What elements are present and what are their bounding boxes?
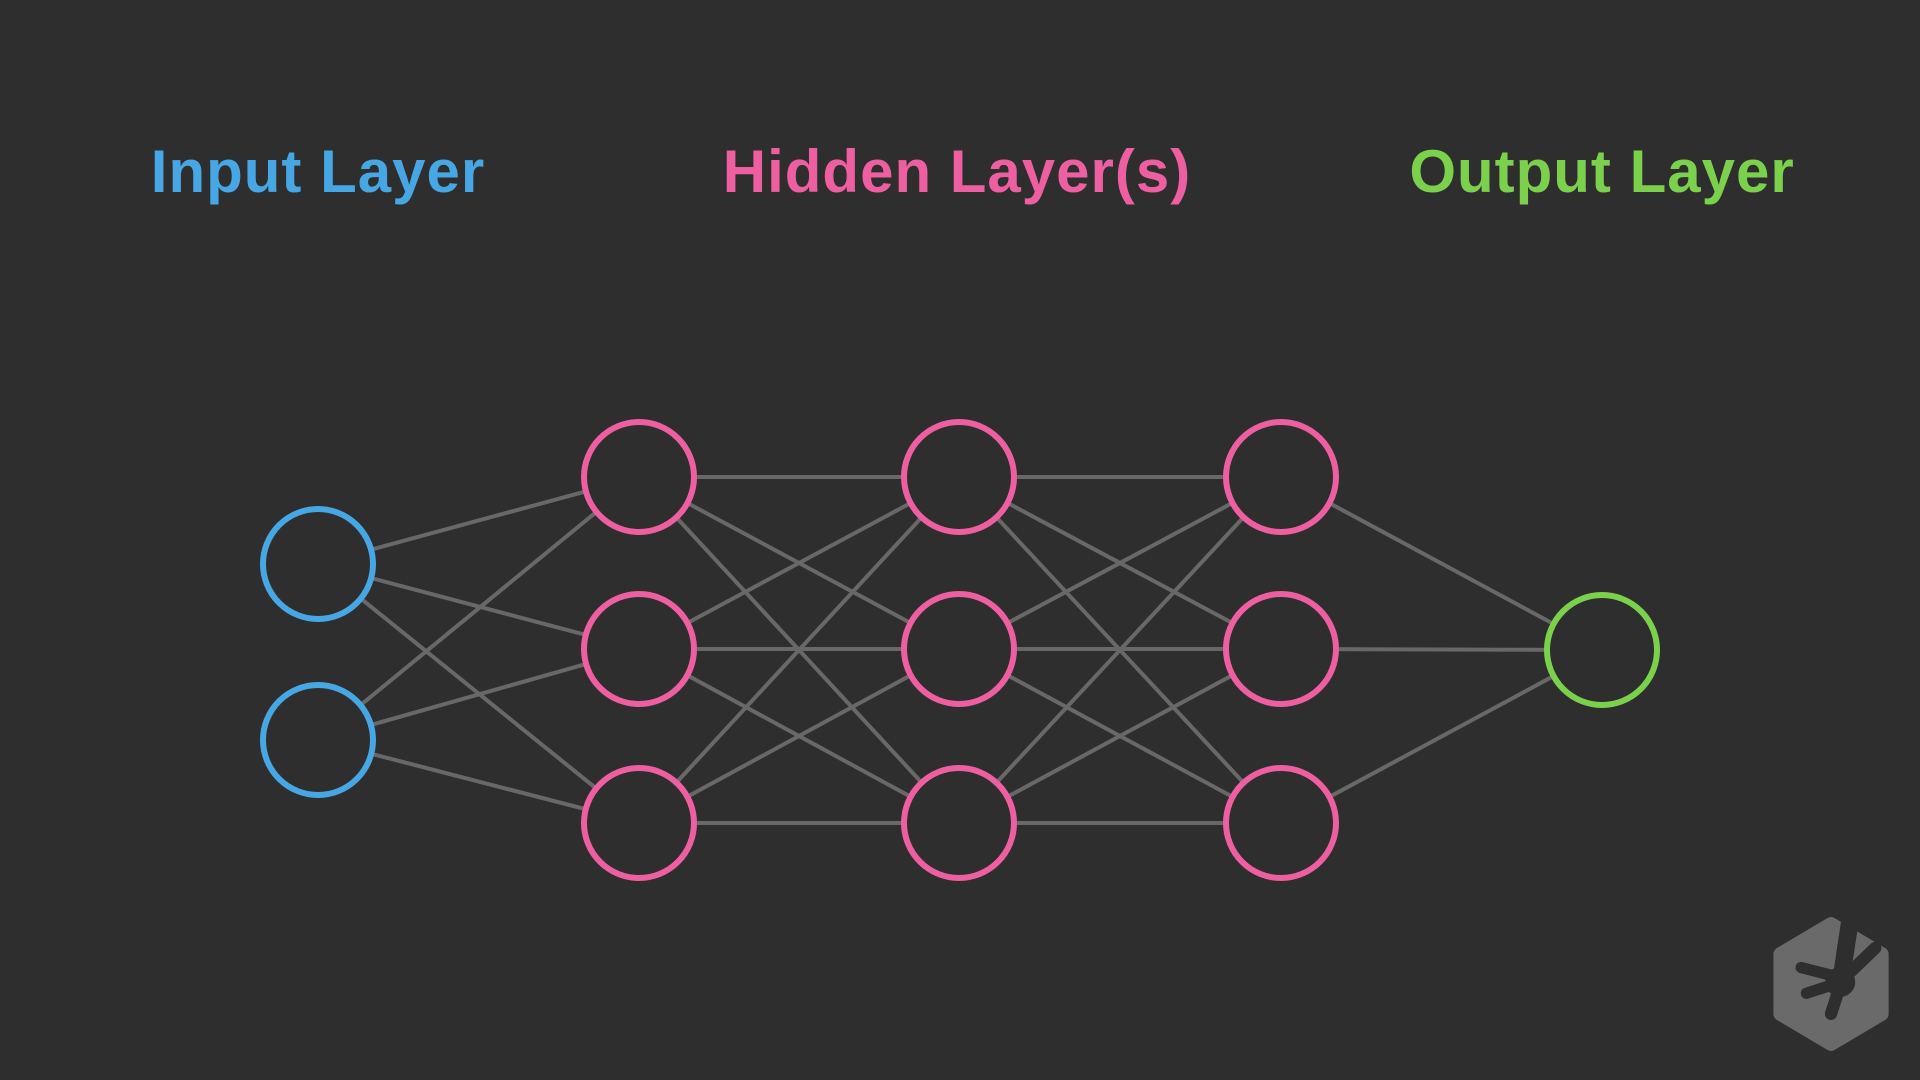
edge-hidden-2-1-to-hidden-3-0 [958, 475, 1282, 651]
node-hidden-1-1 [581, 591, 697, 707]
frog-foot-logo-graphic [1773, 901, 1889, 1051]
frog-foot-logo [1758, 901, 1902, 1056]
label-input-layer: Input Layer [150, 138, 486, 205]
edge-hidden-3-2-to-output-0 [1280, 648, 1603, 825]
edge-hidden-1-1-to-hidden-2-0 [638, 475, 960, 651]
edge-hidden-2-2-to-hidden-3-0 [957, 475, 1283, 825]
label-hidden-layers: Hidden Layer(s) [722, 138, 1192, 205]
edge-input-1-to-hidden-1-0 [316, 475, 641, 742]
node-output-0 [1544, 592, 1660, 708]
node-hidden-3-1 [1223, 591, 1339, 707]
node-hidden-3-0 [1223, 419, 1339, 535]
node-input-1 [260, 682, 376, 798]
node-hidden-2-0 [901, 419, 1017, 535]
edge-hidden-3-0-to-output-0 [1280, 475, 1603, 652]
edge-hidden-1-2-to-hidden-2-1 [638, 647, 960, 825]
node-hidden-3-2 [1223, 765, 1339, 881]
label-output-layer: Output Layer [1409, 138, 1795, 205]
node-hidden-2-1 [901, 591, 1017, 707]
edge-hidden-2-2-to-hidden-3-1 [958, 647, 1282, 825]
frog-foot-cutout [1795, 901, 1882, 1020]
node-hidden-1-2 [581, 765, 697, 881]
node-hidden-2-2 [901, 765, 1017, 881]
edge-hidden-1-2-to-hidden-2-0 [637, 475, 961, 825]
nodes-group [260, 419, 1660, 881]
node-hidden-1-0 [581, 419, 697, 535]
node-input-0 [260, 506, 376, 622]
